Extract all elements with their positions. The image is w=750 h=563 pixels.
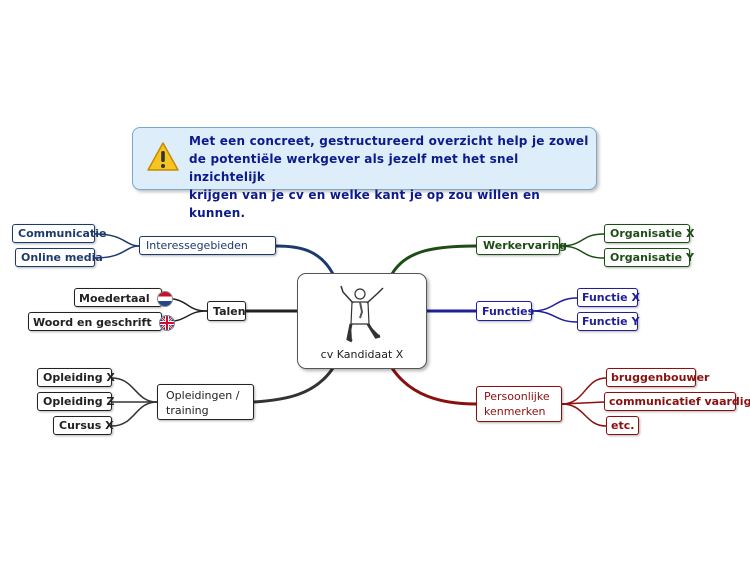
branch-opleidingen-training[interactable]: Opleidingen / training — [157, 384, 254, 420]
subnode-functie-x[interactable]: Functie X — [577, 288, 640, 307]
subnode-opleiding-z[interactable]: Opleiding Z — [37, 392, 114, 411]
note-line: krijgen van je cv en welke kant je op zo… — [189, 188, 541, 220]
cheering-person-icon — [340, 285, 384, 343]
branch-talen[interactable]: Talen — [207, 301, 246, 321]
subnode-organisatie-y[interactable]: Organisatie Y — [604, 248, 694, 267]
note-text: Met een concreet, gestructureerd overzic… — [189, 132, 589, 222]
uk-flag-icon — [159, 315, 176, 331]
subnode-moedertaal-label: Moedertaal — [79, 292, 150, 305]
branch-functies[interactable]: Functies — [476, 301, 534, 321]
branch-werkervaring-line — [390, 244, 477, 275]
branch-werkervaring[interactable]: Werkervaring — [476, 236, 567, 255]
warning-icon — [147, 142, 179, 171]
subnode-functie-y[interactable]: Functie Y — [577, 312, 639, 331]
subnode-woord-en-geschrift-label: Woord en geschrift — [33, 316, 152, 329]
branch-kenmerken-line — [390, 367, 477, 406]
netherlands-flag-icon — [157, 291, 174, 307]
intro-note: Met een concreet, gestructureerd overzic… — [132, 127, 597, 220]
subnode-communicatief-vaardig[interactable]: communicatief vaardig — [604, 392, 750, 411]
subnode-etc[interactable]: etc. — [606, 416, 639, 435]
subnode-cursus-x[interactable]: Cursus X — [53, 416, 114, 435]
subnode-moedertaal[interactable]: Moedertaal — [74, 288, 174, 307]
subnode-online-media[interactable]: Online media — [15, 248, 103, 267]
central-topic[interactable]: cv Kandidaat X — [297, 273, 427, 369]
subnode-communicatie[interactable]: Communicatie — [12, 224, 106, 243]
branch-interesse-line — [275, 244, 335, 275]
branch-interessegebieden[interactable]: Interessegebieden — [139, 236, 276, 255]
branch-opleidingen-line — [253, 367, 335, 404]
subnode-woord-en-geschrift[interactable]: Woord en geschrift — [28, 312, 176, 331]
note-line: Met een concreet, gestructureerd overzic… — [189, 134, 589, 148]
subnode-bruggenbouwer[interactable]: bruggenbouwer — [606, 368, 709, 387]
subnode-organisatie-x[interactable]: Organisatie X — [604, 224, 694, 243]
branch-kenmerken-label-line1: Persoonlijke — [484, 390, 550, 403]
branch-persoonlijke-kenmerken[interactable]: Persoonlijke kenmerken — [476, 386, 562, 422]
branch-opleidingen-label-line2: training — [166, 404, 209, 417]
branch-opleidingen-label-line1: Opleidingen / — [166, 389, 240, 402]
subnode-opleiding-x[interactable]: Opleiding X — [37, 368, 115, 387]
central-topic-label: cv Kandidaat X — [320, 348, 404, 361]
branch-kenmerken-label-line2: kenmerken — [484, 405, 546, 418]
note-line: de potentiële werkgever als jezelf met h… — [189, 152, 519, 184]
